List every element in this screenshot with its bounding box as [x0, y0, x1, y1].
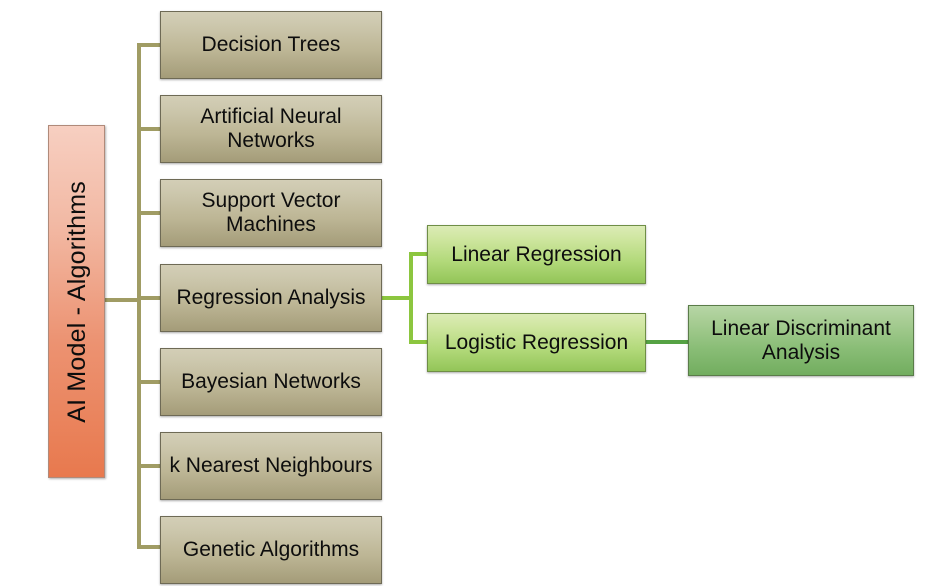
connector-root-stub — [105, 298, 141, 302]
node-decision-trees[interactable]: Decision Trees — [160, 11, 382, 79]
connector-branch-regression-analysis — [137, 296, 161, 300]
node-bayesian-networks-label: Bayesian Networks — [181, 370, 361, 394]
node-k-nearest-neighbours[interactable]: k Nearest Neighbours — [160, 432, 382, 500]
connector-branch-bayesian-networks — [137, 380, 161, 384]
connector-branch-support-vector-machines — [137, 211, 161, 215]
node-root-ai-model-algorithms[interactable]: AI Model - Algorithms — [48, 125, 105, 478]
node-k-nearest-neighbours-label: k Nearest Neighbours — [169, 454, 373, 478]
node-genetic-algorithms[interactable]: Genetic Algorithms — [160, 516, 382, 584]
node-linear-regression-label: Linear Regression — [451, 242, 622, 266]
connector-branch-decision-trees — [137, 43, 161, 47]
connector-child-logistic-regression — [409, 340, 429, 344]
node-support-vector-machines[interactable]: Support Vector Machines — [160, 179, 382, 247]
node-decision-trees-label: Decision Trees — [201, 33, 341, 57]
node-artificial-neural-networks-label: Artificial Neural Networks — [200, 105, 342, 152]
connector-branch-k-nearest-neighbours — [137, 464, 161, 468]
connector-branch-genetic-algorithms — [137, 545, 161, 549]
node-root-label: AI Model - Algorithms — [62, 180, 91, 423]
connector-child-linear-regression — [409, 252, 429, 256]
node-artificial-neural-networks[interactable]: Artificial Neural Networks — [160, 95, 382, 163]
node-linear-regression[interactable]: Linear Regression — [427, 225, 646, 284]
node-logistic-regression-label: Logistic Regression — [444, 330, 629, 354]
node-linear-discriminant-analysis[interactable]: Linear Discriminant Analysis — [688, 305, 914, 376]
connector-regression-stub — [381, 296, 413, 300]
connector-regression-trunk — [409, 252, 413, 344]
node-bayesian-networks[interactable]: Bayesian Networks — [160, 348, 382, 416]
node-genetic-algorithms-label: Genetic Algorithms — [182, 538, 360, 562]
node-logistic-regression[interactable]: Logistic Regression — [427, 313, 646, 372]
node-linear-discriminant-analysis-label: Linear Discriminant Analysis — [711, 316, 891, 364]
node-regression-analysis-label: Regression Analysis — [176, 286, 366, 310]
node-support-vector-machines-label: Support Vector Machines — [201, 189, 341, 236]
node-regression-analysis[interactable]: Regression Analysis — [160, 264, 382, 332]
connector-branch-artificial-neural-networks — [137, 127, 161, 131]
connector-logistic-to-lda — [645, 340, 690, 344]
